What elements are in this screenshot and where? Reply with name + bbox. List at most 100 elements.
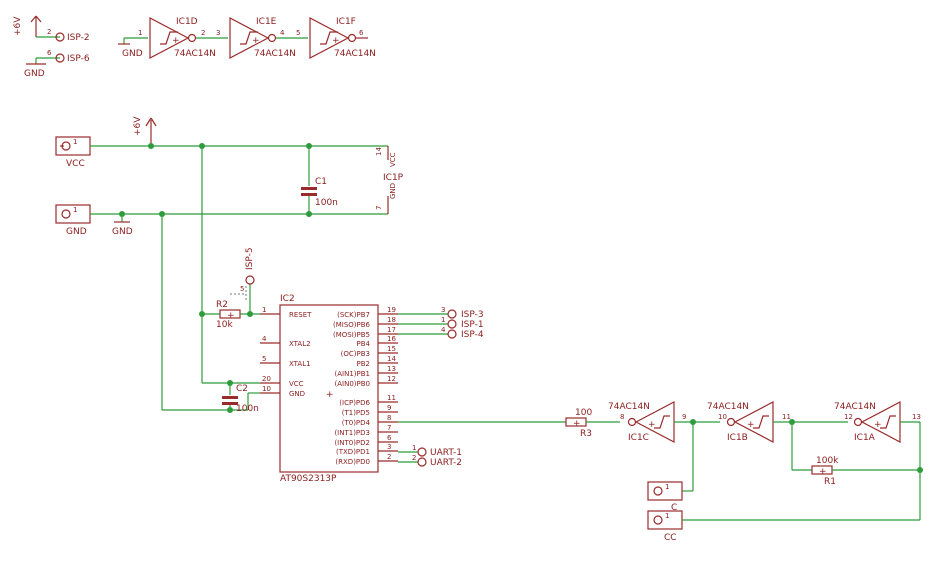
inverter-ic1d: 1 + IC1D 74AC14N 2 <box>138 17 216 59</box>
ic1e-out-pin: 4 <box>280 29 285 37</box>
cc-connector[interactable]: 1 CC <box>647 510 683 543</box>
svg-text:10: 10 <box>718 413 727 421</box>
mcu-right-pin-num: 15 <box>387 345 396 353</box>
isp-power-block: +6V 2 ISP-2 6 ISP-6 GND <box>13 15 90 79</box>
isp-spi-pads: 3 1 4 ISP-3 ISP-1 ISP-4 <box>398 306 484 340</box>
gnd-connector-label: GND <box>66 227 87 237</box>
mcu-right-pin-num: 12 <box>387 375 396 383</box>
uart-pads: 1 2 UART-1 UART-2 <box>398 444 462 468</box>
svg-text:+: + <box>172 36 180 46</box>
mcu-right-pin-num: 7 <box>387 424 391 432</box>
ic1e-name: IC1E <box>256 17 277 27</box>
ic1f-out-pin: 6 <box>359 29 364 37</box>
mcu-right-pin-label: (TXD)PD1 <box>336 448 370 456</box>
r3-value: 100 <box>575 408 592 418</box>
ic1b-part: 74AC14N <box>707 402 749 412</box>
mcu-right-pin-label: PB4 <box>357 340 371 348</box>
mcu-left-pin-num: 5 <box>262 355 266 363</box>
mcu-left-pin-label: VCC <box>289 380 304 388</box>
mcu-left-pin-num: 20 <box>262 375 271 383</box>
mcu-left-pin-num: 10 <box>262 385 271 393</box>
mcu-right-pin-num: 3 <box>387 443 391 451</box>
mcu-left-pin-label: GND <box>289 390 305 398</box>
svg-text:VCC: VCC <box>389 152 397 167</box>
isp1-label: ISP-1 <box>461 320 484 330</box>
ic1p-power-unit: 14 7 VCC GND IC1P <box>375 146 404 214</box>
mcu-name: IC2 <box>280 294 295 304</box>
mcu-left-pin-label: XTAL1 <box>289 360 311 368</box>
ic1d-part: 74AC14N <box>174 49 216 59</box>
mcu-right-pin-num: 19 <box>387 306 396 314</box>
uart2-pad-icon[interactable] <box>417 457 427 467</box>
isp5-pad-icon[interactable] <box>245 275 255 285</box>
rail-gnd-label: GND <box>112 227 133 237</box>
mcu-right-pin-label: (MISO)PB6 <box>333 321 371 329</box>
vcc-connector[interactable]: 1 VCC <box>55 136 91 169</box>
isp4-label: ISP-4 <box>461 330 484 340</box>
inverter-ic1e: 3 + IC1E 74AC14N 4 <box>216 17 296 59</box>
inverter-ic1f: 5 + IC1F 74AC14N 6 <box>296 17 376 59</box>
mcu-part: AT90S2313P <box>280 474 337 484</box>
resistor-r2: + R2 10k <box>202 300 260 330</box>
svg-text:12: 12 <box>844 413 853 421</box>
mcu-right-pin-num: 6 <box>387 434 392 442</box>
capacitor-c1: C1 100n <box>301 146 338 214</box>
svg-text:+: + <box>648 420 656 430</box>
ic1c-part: 74AC14N <box>608 402 650 412</box>
svg-text:7: 7 <box>375 206 383 210</box>
uart2-label: UART-2 <box>430 458 462 468</box>
ic1e-in-pin: 3 <box>216 29 220 37</box>
mcu-right-pin-label: (AIN1)PB1 <box>335 370 370 378</box>
isp2-pad-icon[interactable] <box>55 32 65 42</box>
ic1e-part: 74AC14N <box>254 49 296 59</box>
isp5-label: ISP-5 <box>245 247 255 270</box>
resistor-r1: + 100k R1 <box>811 456 839 487</box>
c-connector-label: C <box>671 503 677 513</box>
svg-text:9: 9 <box>682 413 686 421</box>
ic1d-in-pin: 1 <box>138 29 142 37</box>
svg-text:+: + <box>332 36 340 46</box>
r2-value: 10k <box>216 320 233 330</box>
plus6v-label: +6V <box>13 16 23 36</box>
ic1c-name: IC1C <box>628 433 649 443</box>
c1-name: C1 <box>315 177 327 187</box>
svg-text:3: 3 <box>441 306 445 314</box>
c1-value: 100n <box>315 198 338 208</box>
ic1f-name: IC1F <box>336 17 356 27</box>
svg-text:1: 1 <box>412 444 416 452</box>
svg-text:8: 8 <box>620 413 624 421</box>
isp4-pad-icon[interactable] <box>447 329 457 339</box>
ic1a-part: 74AC14N <box>834 402 876 412</box>
svg-text:+: + <box>252 36 260 46</box>
ic1f-part: 74AC14N <box>334 49 376 59</box>
isp6-pad-icon[interactable] <box>55 53 65 63</box>
mcu-right-pin-label: (INT1)PD3 <box>334 429 370 437</box>
c-connector[interactable]: 1 C <box>647 481 683 513</box>
ic1d-name: IC1D <box>176 17 198 27</box>
svg-text:1: 1 <box>73 138 77 146</box>
mcu-right-pin-label: (AIN0)PB0 <box>335 380 370 388</box>
isp1-pad-icon[interactable] <box>447 319 457 329</box>
r1-value: 100k <box>816 456 839 466</box>
capacitor-c2: C2 100n <box>222 383 259 414</box>
mcu-left-pin-label: RESET <box>289 311 312 319</box>
svg-text:13: 13 <box>912 413 921 421</box>
mcu-right-pin-label: (T1)PD5 <box>342 409 370 417</box>
svg-text:+: + <box>874 420 882 430</box>
mcu-right-pin-label: (ICP)PD6 <box>339 399 370 407</box>
uart1-pad-icon[interactable] <box>417 447 427 457</box>
svg-text:5: 5 <box>240 285 244 293</box>
chain-gnd-label: GND <box>122 49 143 59</box>
gnd-connector[interactable]: 1 GND <box>55 204 91 237</box>
ic1p-name: IC1P <box>383 173 404 183</box>
mcu-right-pin-label: (RXD)PD0 <box>335 458 370 466</box>
svg-text:11: 11 <box>782 413 791 421</box>
isp2-label: ISP-2 <box>67 33 90 43</box>
uart1-label: UART-1 <box>430 448 462 458</box>
svg-text:+: + <box>573 419 581 429</box>
isp5-pad[interactable]: 5 ISP-5 <box>230 247 255 314</box>
mcu-right-pin-label: (T0)PD4 <box>342 419 371 427</box>
isp3-pad-icon[interactable] <box>447 309 457 319</box>
